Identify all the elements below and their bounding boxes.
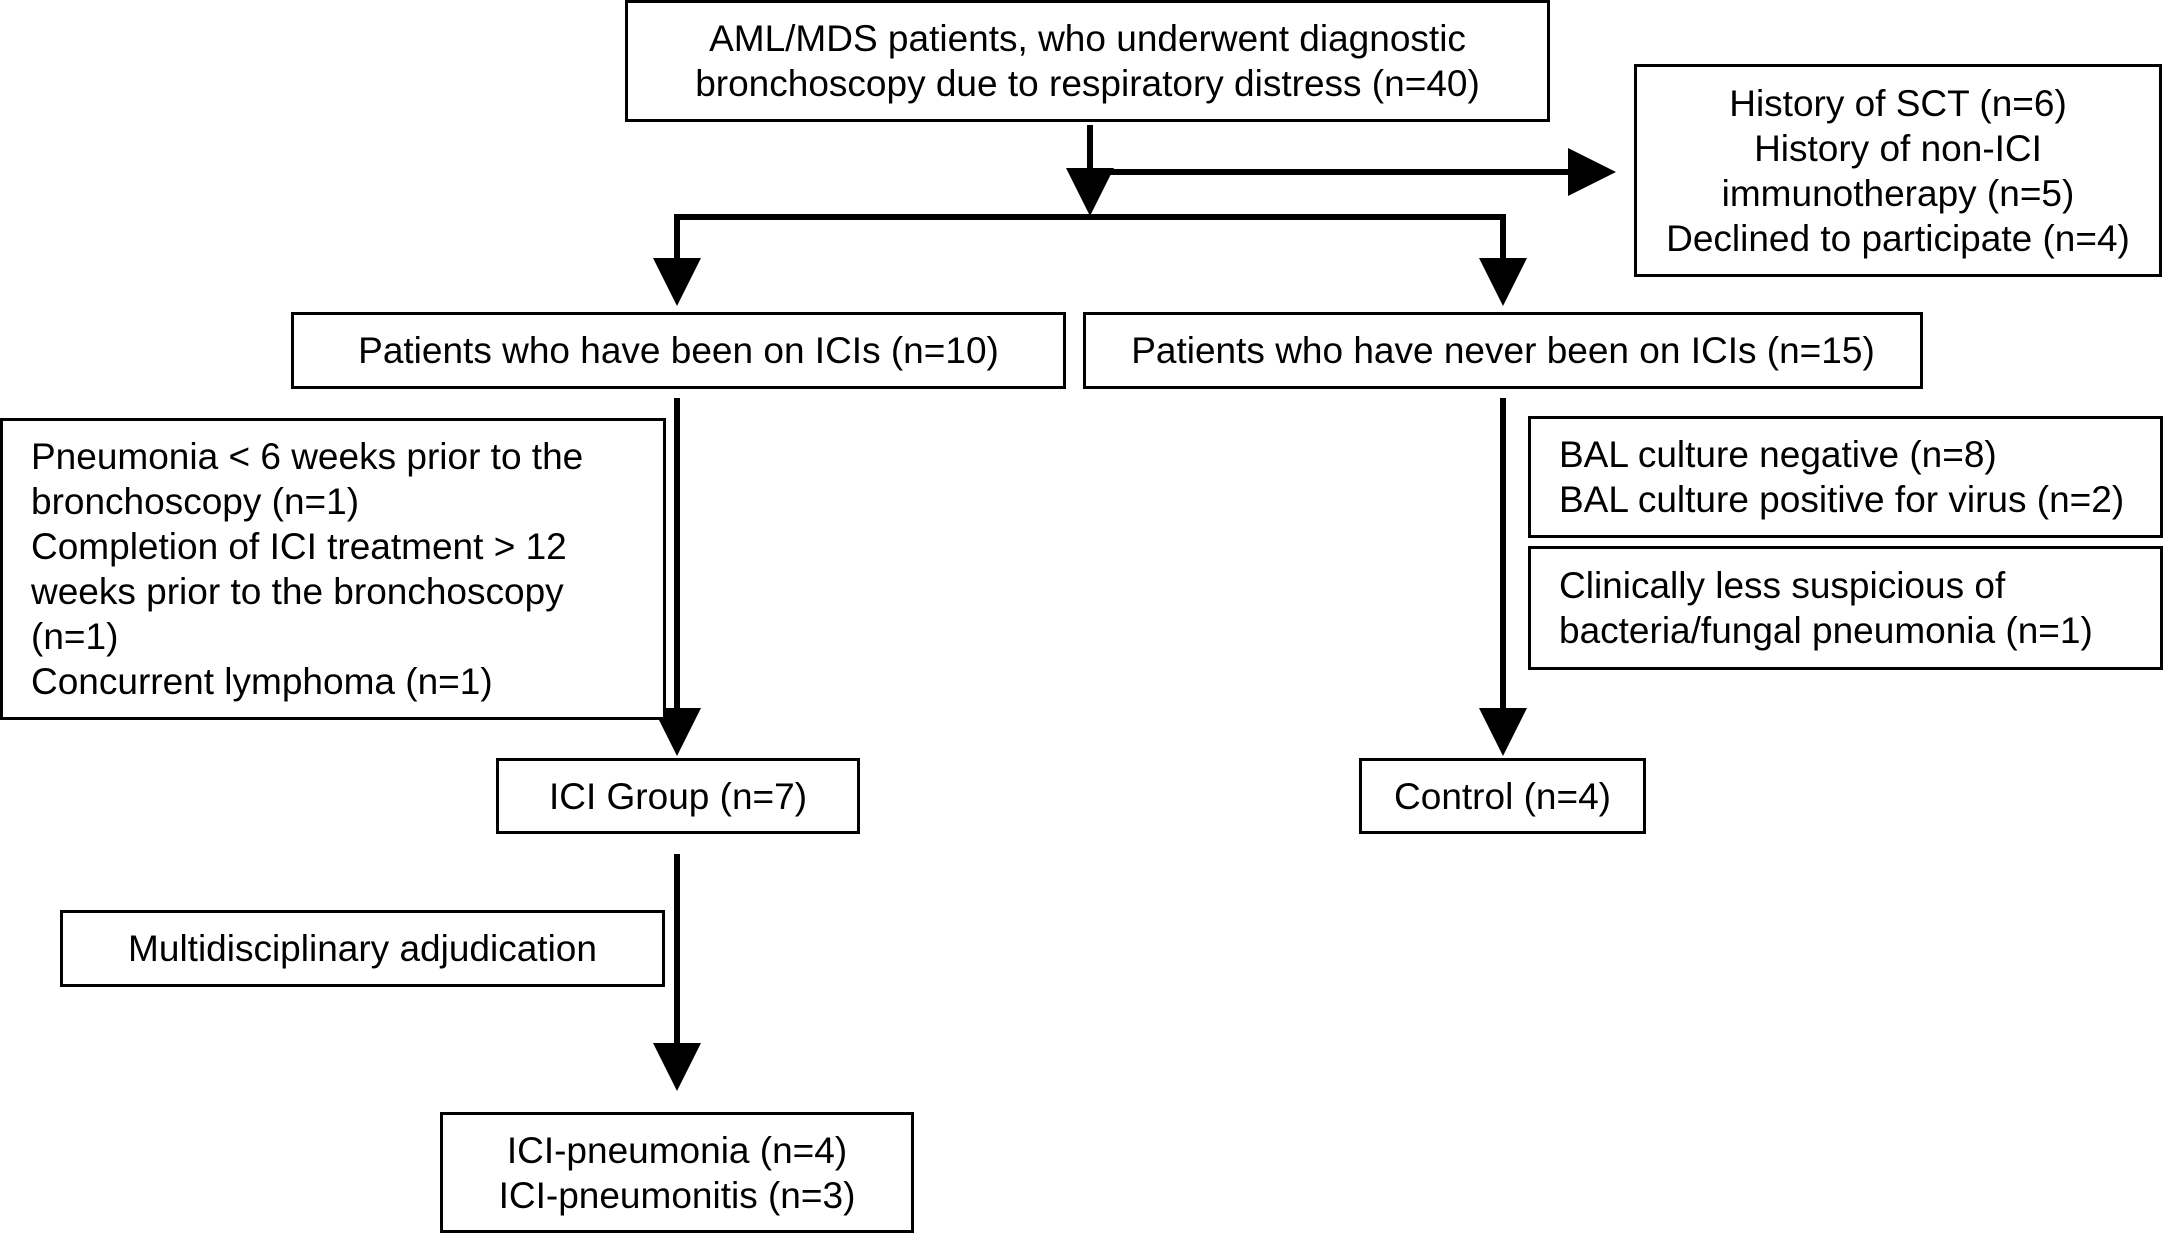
clinical-line-1: Clinically less suspicious of	[1559, 565, 2006, 606]
clinical-line-2: bacteria/fungal pneumonia (n=1)	[1559, 610, 2093, 651]
ici-exclusion-line-3: Completion of ICI treatment > 12	[31, 526, 567, 567]
bal-line-2: BAL culture positive for virus (n=2)	[1559, 479, 2125, 520]
ici-patients-label: Patients who have been on ICIs (n=10)	[358, 330, 999, 371]
never-ici-patients-box: Patients who have never been on ICIs (n=…	[1083, 312, 1923, 389]
outcome-line-1: ICI-pneumonia (n=4)	[506, 1129, 848, 1171]
exclusion-line-1: History of SCT (n=6)	[1729, 82, 2067, 124]
control-box: Control (n=4)	[1359, 758, 1646, 834]
control-label: Control (n=4)	[1394, 775, 1611, 817]
ici-patients-box: Patients who have been on ICIs (n=10)	[291, 312, 1066, 389]
exclusion-line-4: Declined to participate (n=4)	[1666, 217, 2130, 259]
ici-group-box: ICI Group (n=7)	[496, 758, 860, 834]
ici-exclusion-line-6: Concurrent lymphoma (n=1)	[31, 661, 493, 702]
ici-exclusion-line-2: bronchoscopy (n=1)	[31, 481, 360, 522]
adjudication-label: Multidisciplinary adjudication	[128, 928, 597, 969]
top-box-line-1: AML/MDS patients, who underwent diagnost…	[709, 18, 1466, 59]
ici-exclusion-line-5: (n=1)	[31, 616, 119, 657]
never-ici-patients-label: Patients who have never been on ICIs (n=…	[1131, 330, 1875, 371]
ici-group-label: ICI Group (n=7)	[548, 775, 808, 817]
exclusion-line-2: History of non-ICI	[1754, 127, 2042, 169]
exclusion-box: History of SCT (n=6) History of non-ICI …	[1634, 64, 2162, 277]
outcome-box: ICI-pneumonia (n=4) ICI-pneumonitis (n=3…	[440, 1112, 914, 1233]
ici-exclusion-box: Pneumonia < 6 weeks prior to the broncho…	[0, 418, 666, 720]
top-box-line-2: bronchoscopy due to respiratory distress…	[695, 63, 1480, 104]
clinical-box: Clinically less suspicious of bacteria/f…	[1528, 546, 2163, 670]
outcome-line-2: ICI-pneumonitis (n=3)	[498, 1174, 856, 1216]
ici-exclusion-line-4: weeks prior to the bronchoscopy	[31, 571, 564, 612]
adjudication-box: Multidisciplinary adjudication	[60, 910, 665, 987]
bal-line-1: BAL culture negative (n=8)	[1559, 434, 1997, 475]
top-box: AML/MDS patients, who underwent diagnost…	[625, 0, 1550, 122]
exclusion-line-3: immunotherapy (n=5)	[1721, 172, 2075, 214]
bal-culture-box: BAL culture negative (n=8) BAL culture p…	[1528, 416, 2163, 538]
ici-exclusion-line-1: Pneumonia < 6 weeks prior to the	[31, 436, 584, 477]
